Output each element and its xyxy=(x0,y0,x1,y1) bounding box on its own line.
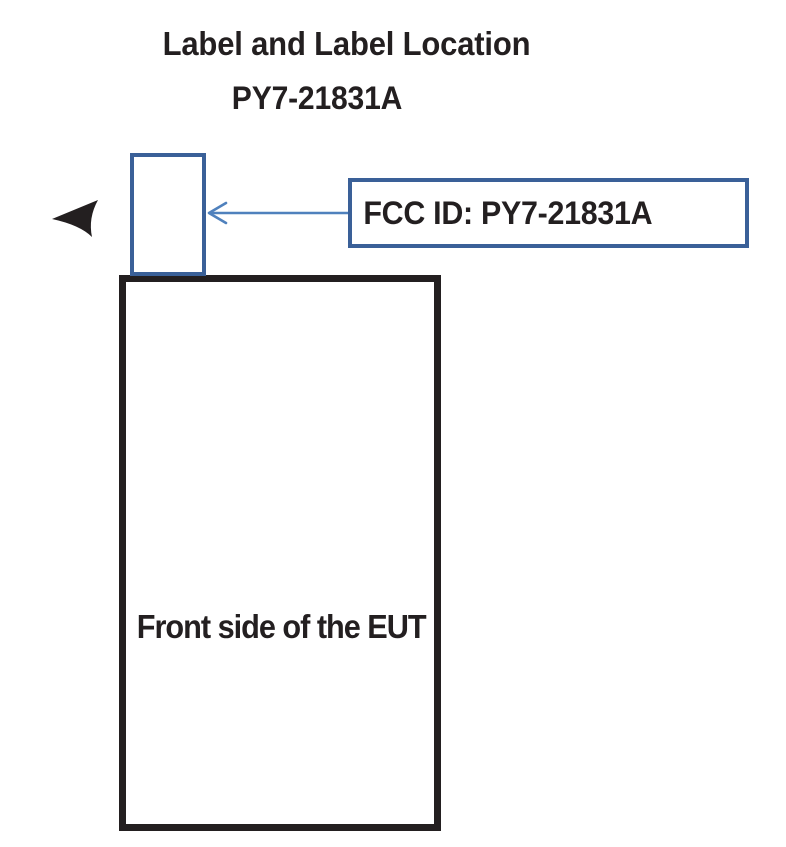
label-rectangle xyxy=(130,153,206,276)
pointer-arrow-marker-icon xyxy=(48,194,104,242)
fcc-id-callout-text: FCC ID: PY7-21831A xyxy=(363,194,653,231)
leader-arrow-icon xyxy=(196,196,356,230)
fcc-id-callout-box: FCC ID: PY7-21831A xyxy=(348,178,749,248)
page-subtitle-fcc-id: PY7-21831A xyxy=(231,80,403,116)
eut-body-rectangle: Front side of the EUT xyxy=(119,275,441,831)
page-title: Label and Label Location xyxy=(162,25,531,62)
eut-caption: Front side of the EUT xyxy=(136,608,427,645)
